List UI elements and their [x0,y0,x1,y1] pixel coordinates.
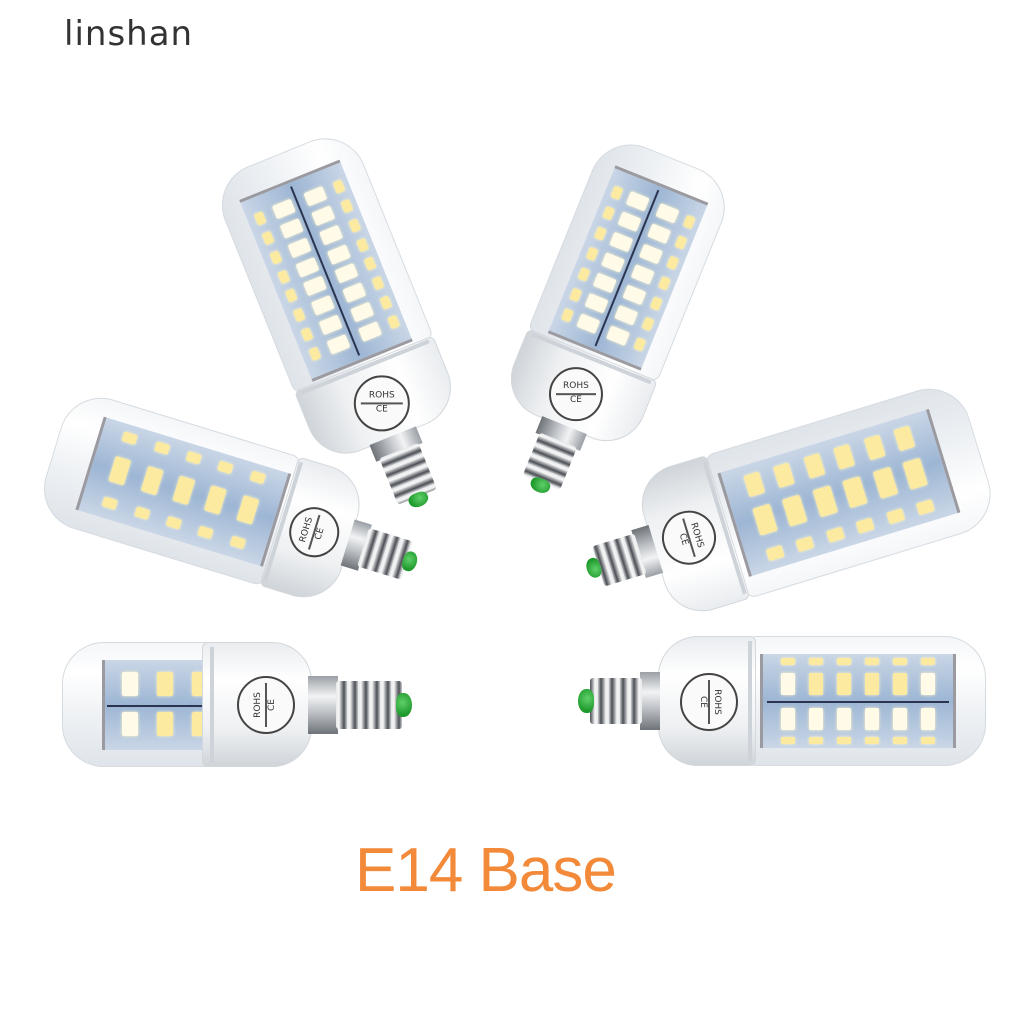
rohs-mark: ROHS [253,692,264,718]
certification-badge: ROHS CE [548,367,603,422]
e14-screw-base [336,680,402,729]
collar-ring [748,641,752,761]
certification-badge: ROHS CE [353,375,410,432]
base-neck [308,675,338,734]
rohs-mark: ROHS [368,390,395,401]
ce-mark: CE [698,696,708,708]
ce-mark: CE [267,699,277,711]
ce-mark: CE [676,532,690,547]
ce-mark: CE [569,395,582,406]
rohs-mark: ROHS [711,689,722,715]
e14-screw-base [590,678,642,724]
ce-mark: CE [375,404,388,415]
led-strip [760,654,956,748]
collar-ring [210,647,214,762]
rohs-mark: ROHS [563,381,589,392]
base-type-caption: E14 Base [355,836,617,905]
base-neck [640,672,660,730]
watermark-text: linshan [64,14,194,54]
ce-mark: CE [313,526,327,542]
base-contact-tip [396,692,412,717]
base-contact-tip [578,689,594,713]
